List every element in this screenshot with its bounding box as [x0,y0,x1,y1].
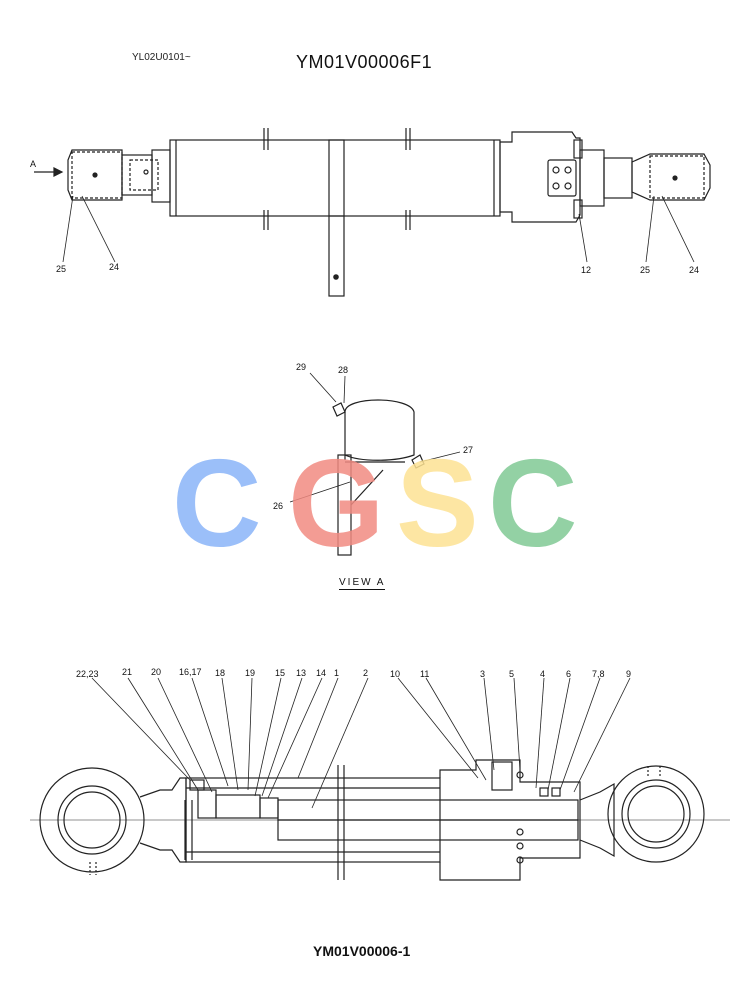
watermark-letter-s: S [396,435,479,573]
bottom-section-view [30,677,730,881]
callout-top: 25 [640,265,650,275]
callout-section: 5 [509,669,514,679]
callout-section: 3 [480,669,485,679]
view-arrow-label: A [30,159,36,169]
watermark-letter-c2: C [488,435,578,573]
footer-title: YM01V00006-1 [313,943,411,959]
callout-section: 6 [566,669,571,679]
callout-section: 13 [296,668,306,678]
callout-section: 22,23 [76,669,99,679]
callout-section: 10 [390,669,400,679]
view-a-detail [289,372,461,556]
callout-section: 15 [275,668,285,678]
callout-top: 12 [581,265,591,275]
callout-section: 14 [316,668,326,678]
top-cylinder-view [34,128,711,297]
callout-section: 4 [540,669,545,679]
callout-section: 9 [626,669,631,679]
callout-view: 26 [273,501,283,511]
watermark-letter-c1: C [172,435,262,573]
callout-section: 21 [122,667,132,677]
callout-view: 28 [338,365,348,375]
cgsc-watermark: C G S C [172,435,578,573]
diagram-title: YM01V00006F1 [296,52,433,72]
callout-section: 11 [420,669,429,679]
callout-section: 20 [151,667,161,677]
callout-view: 27 [463,445,473,455]
callout-section: 2 [363,668,368,678]
callout-top: 24 [109,262,119,272]
callout-section: 7,8 [592,669,605,679]
watermark-letter-g: G [288,435,384,573]
callout-top: 24 [689,265,699,275]
serial-range: YL02U0101~ [132,52,191,63]
view-a-label: VIEW A [339,577,386,590]
callout-view: 29 [296,362,306,372]
callout-top: 25 [56,264,66,274]
callout-section: 18 [215,668,225,678]
callout-section: 1 [334,668,339,678]
callout-section: 19 [245,668,255,678]
callout-section: 16,17 [179,667,202,677]
